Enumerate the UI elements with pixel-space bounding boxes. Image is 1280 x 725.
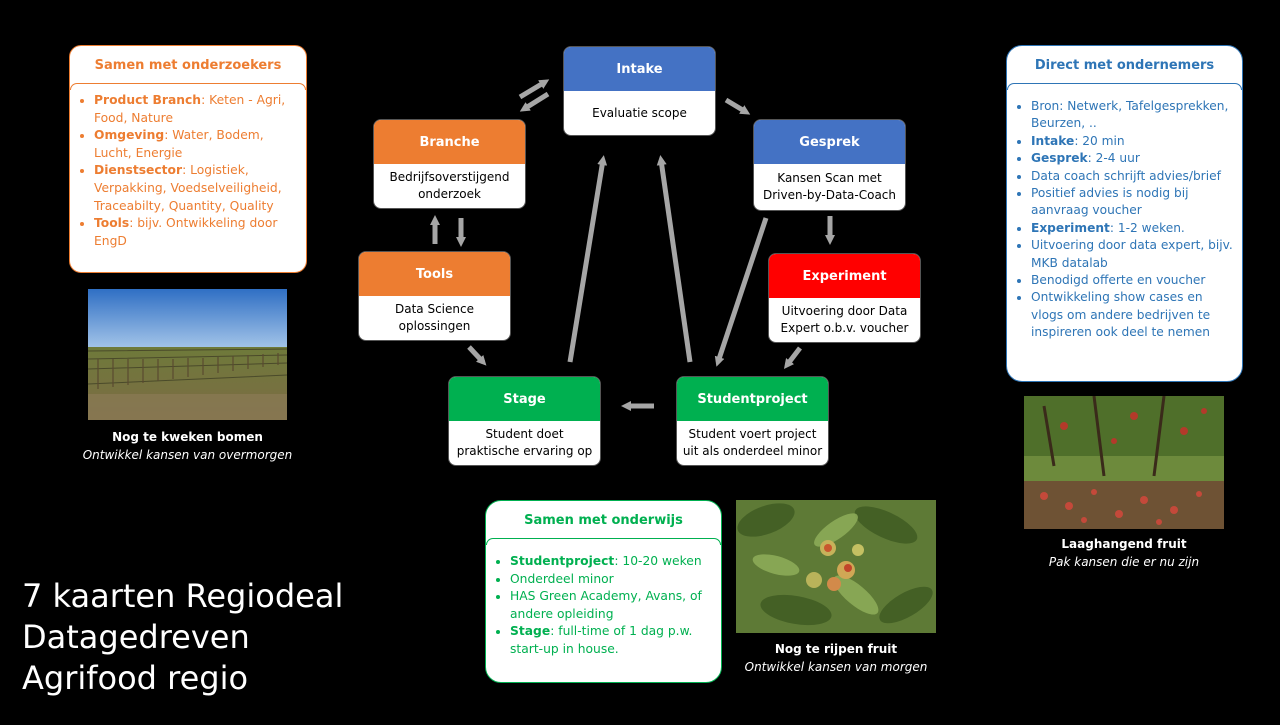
intake-title: Intake [564,47,715,91]
gesprek-card: Gesprek Kansen Scan met Driven-by-Data-C… [753,119,906,211]
gesprek-body: Kansen Scan met Driven-by-Data-Coach [762,171,897,202]
arrow-intake-to-branche [519,91,550,112]
stage-body: Student doet praktische ervaring op [456,427,593,458]
stage-title: Stage [449,377,600,421]
list-item: HAS Green Academy, Avans, of andere ople… [510,588,715,623]
intake-card: Intake Evaluatie scope [563,46,716,136]
onderwijs-list: Studentproject: 10-20 weken Onderdeel mi… [486,545,721,659]
ripening-fruit-photo [736,500,936,633]
gesprek-title: Gesprek [754,120,905,164]
experiment-card: Experiment Uitvoering door Data Expert o… [768,253,921,343]
arrow-stage-to-intake [567,155,608,363]
onderzoekers-list: Product Branch: Keten - Agri, Food, Natu… [70,90,306,250]
onderwijs-box: Samen met onderwijs Studentproject: 10-2… [485,500,722,683]
list-item: Experiment: 1-2 weken. [1031,220,1236,237]
intake-body: Evaluatie scope [592,105,687,120]
experiment-body: Uitvoering door Data Expert o.b.v. vouch… [780,304,909,335]
arrow-branche-to-intake [518,79,550,100]
arrow-studentproject-to-intake [656,155,693,363]
list-item: Stage: full-time of 1 dag p.w. start-up … [510,623,715,658]
list-item: Benodigd offerte en voucher [1031,272,1236,289]
arrow-experiment-to-studentproject [783,346,802,369]
list-item: Data coach schrijft advies/brief [1031,168,1236,185]
caption-title: Nog te rijpen fruit [774,642,898,656]
studentproject-card: Studentproject Student voert project uit… [676,376,829,466]
onderwijs-title: Samen met onderwijs [524,513,683,528]
ripening-fruit-caption: Nog te rijpen fruit Ontwikkel kansen van… [708,640,964,676]
main-title: 7 kaarten Regiodeal Datagedreven Agrifoo… [22,576,343,699]
list-item: Uitvoering door data expert, bijv. MKB d… [1031,237,1236,272]
list-item: Intake: 20 min [1031,133,1236,150]
list-item: Studentproject: 10-20 weken [510,553,715,571]
list-item: Ontwikkeling show cases en vlogs om ande… [1031,289,1236,341]
list-item: Positief advies is nodig bij aanvraag vo… [1031,185,1236,220]
list-item: Bron: Netwerk, Tafelgesprekken, Beurzen,… [1031,98,1236,133]
young-trees-photo [88,289,287,420]
low-hanging-fruit-caption: Laaghangend fruit Pak kansen die er nu z… [996,535,1252,571]
onderzoekers-title: Samen met onderzoekers [94,58,282,73]
caption-subtitle: Pak kansen die er nu zijn [1048,555,1200,569]
caption-title: Laaghangend fruit [1061,537,1187,551]
ondernemers-title: Direct met ondernemers [1034,58,1215,73]
branche-title: Branche [374,120,525,164]
arrow-gesprek-to-studentproject [714,217,769,367]
main-title-line-3: Agrifood regio [22,659,249,697]
list-item: Dienstsector: Logistiek, Verpakking, Voe… [94,162,300,215]
tools-card: Tools Data Science oplossingen [358,251,511,341]
list-item: Omgeving: Water, Bodem, Lucht, Energie [94,127,300,162]
branche-card: Branche Bedrijfsoverstijgend onderzoek [373,119,526,209]
ondernemers-box: Direct met ondernemers Bron: Netwerk, Ta… [1006,45,1243,382]
stage-card: Stage Student doet praktische ervaring o… [448,376,601,466]
onderzoekers-box: Samen met onderzoekers Product Branch: K… [69,45,307,273]
main-title-line-1: 7 kaarten Regiodeal [22,577,344,615]
caption-subtitle: Ontwikkel kansen van overmorgen [82,448,293,462]
ondernemers-list: Bron: Netwerk, Tafelgesprekken, Beurzen,… [1007,90,1242,342]
studentproject-title: Studentproject [677,377,828,421]
studentproject-body: Student voert project uit als onderdeel … [682,427,823,458]
branche-body: Bedrijfsoverstijgend onderzoek [389,170,510,201]
tools-title: Tools [359,252,510,296]
caption-subtitle: Ontwikkel kansen van morgen [744,660,928,674]
arrow-intake-to-gesprek [724,97,751,115]
list-item: Tools: bijv. Ontwikkeling door EngD [94,215,300,250]
low-hanging-fruit-photo [1024,396,1224,529]
experiment-title: Experiment [769,254,920,298]
list-item: Gesprek: 2-4 uur [1031,150,1236,167]
arrow-tools-to-stage [467,345,487,366]
caption-title: Nog te kweken bomen [112,430,263,444]
list-item: Onderdeel minor [510,571,715,589]
main-title-line-2: Datagedreven [22,618,250,656]
young-trees-caption: Nog te kweken bomen Ontwikkel kansen van… [60,428,315,464]
tools-body: Data Science oplossingen [395,302,474,333]
list-item: Product Branch: Keten - Agri, Food, Natu… [94,92,300,127]
